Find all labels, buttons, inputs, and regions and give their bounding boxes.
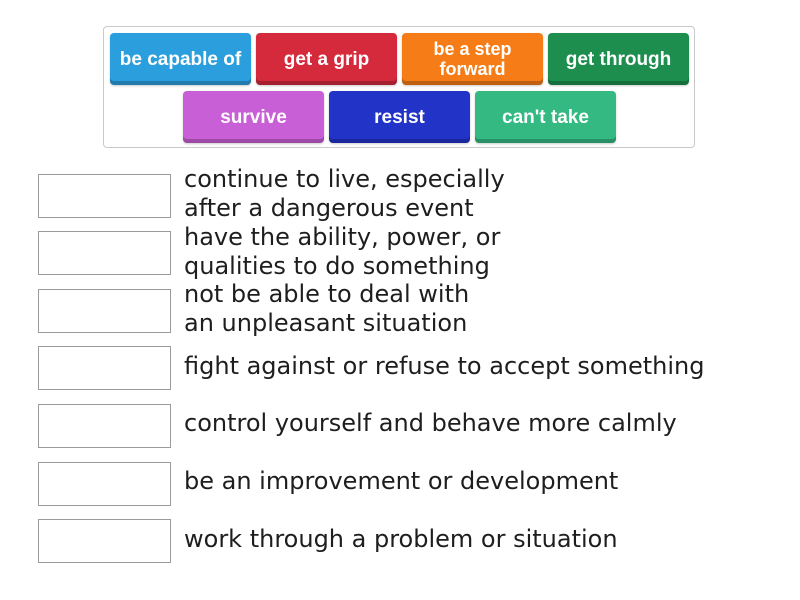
tile-get-a-grip[interactable]: get a grip — [256, 33, 397, 85]
answer-drop-box-7[interactable] — [38, 519, 171, 563]
definition-5: control yourself and behave more calmly — [184, 409, 677, 437]
tile-resist[interactable]: resist — [329, 91, 470, 143]
answer-drop-box-2[interactable] — [38, 231, 171, 275]
answer-drop-box-5[interactable] — [38, 404, 171, 448]
tile-get-through[interactable]: get through — [548, 33, 689, 85]
definition-3: not be able to deal with an unpleasant s… — [184, 280, 470, 337]
tile-cant-take[interactable]: can't take — [475, 91, 616, 143]
answer-drop-box-4[interactable] — [38, 346, 171, 390]
tile-survive[interactable]: survive — [183, 91, 324, 143]
definition-2: have the ability, power, or qualities to… — [184, 223, 501, 280]
answer-drop-box-3[interactable] — [38, 289, 171, 333]
answer-drop-box-6[interactable] — [38, 462, 171, 506]
tile-be-a-step-forward[interactable]: be a step forward — [402, 33, 543, 85]
definition-1: continue to live, especially after a dan… — [184, 165, 505, 222]
definition-4: fight against or refuse to accept someth… — [184, 352, 705, 380]
tile-be-capable-of[interactable]: be capable of — [110, 33, 251, 85]
definition-6: be an improvement or development — [184, 467, 619, 495]
definition-7: work through a problem or situation — [184, 525, 618, 553]
answer-drop-box-1[interactable] — [38, 174, 171, 218]
